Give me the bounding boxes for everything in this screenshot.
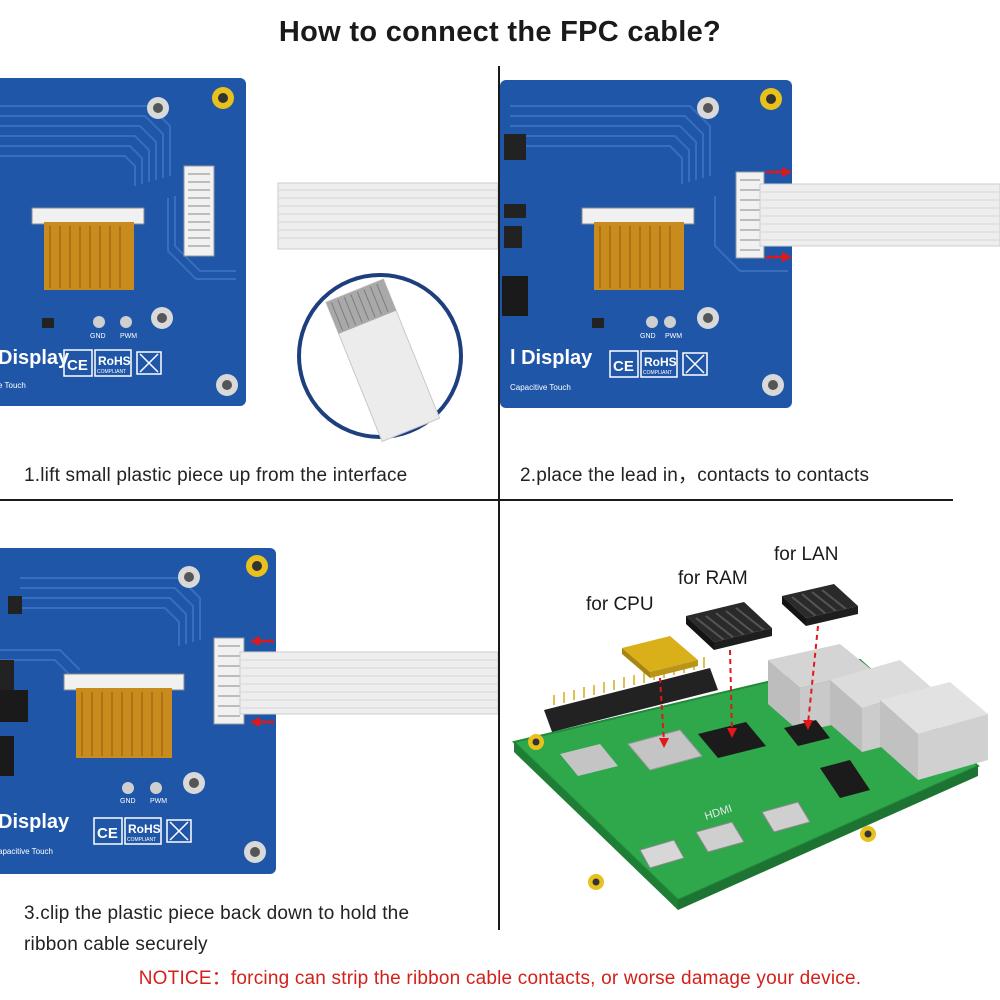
copper-flex-cable [76, 688, 172, 758]
step-1-panel: GND PWM Display e Touch CE RoHS COMPLIAN… [0, 66, 498, 446]
notice-text: NOTICE：forcing can strip the ribbon cabl… [138, 968, 862, 989]
weee-bin-icon [166, 819, 192, 843]
arrow-down-icon [659, 738, 669, 748]
step-2-panel: GND PWM l Display Capacitive Touch CE Ro… [500, 66, 1000, 446]
fpc-connector-open [183, 165, 215, 257]
pwm-label: PWM [665, 333, 682, 340]
pwm-label: PWM [120, 333, 137, 340]
page-title: How to connect the FPC cable? [278, 16, 722, 48]
arrow-right-icon [766, 167, 792, 177]
horizontal-divider [0, 499, 953, 501]
rohs-sub: COMPLIANT [97, 369, 126, 375]
ce-mark: CE [97, 825, 118, 842]
label-for-cpu: for CPU [586, 594, 654, 615]
step-1-caption: 1.lift small plastic piece up from the i… [24, 465, 408, 486]
cpu-heatsink [622, 636, 698, 678]
usb-c-port [639, 839, 685, 869]
lan-port [880, 682, 988, 780]
step-1-illustration: GND PWM Display e Touch CE RoHS COMPLIAN… [0, 78, 498, 443]
ribbon-cable [277, 182, 498, 250]
copper-flex-cable [44, 222, 134, 290]
gpio-header [544, 657, 718, 732]
arrow-left-icon [250, 636, 274, 646]
ce-mark: CE [67, 357, 88, 374]
board-subtitle-text: e Touch [0, 381, 26, 390]
step-4-panel: for CPU for RAM for LAN [500, 520, 1000, 930]
gnd-label: GND [120, 798, 136, 805]
raspberry-pi-illustration: for CPU for RAM for LAN [511, 544, 988, 910]
board-display-text: l Display [510, 347, 593, 369]
board-display-text: Display [0, 347, 70, 369]
ram-chip [698, 722, 766, 758]
copper-flex-cable [594, 222, 684, 290]
arrow-right-icon [766, 252, 792, 262]
label-for-ram: for RAM [678, 568, 748, 589]
audio-jack [820, 760, 870, 798]
lan-chip [784, 720, 830, 746]
vertical-divider [498, 66, 500, 930]
lan-heatsink [782, 584, 858, 626]
board-subtitle-text: apacitive Touch [0, 847, 53, 856]
weee-bin-icon [136, 351, 162, 375]
fpc-connector-closed [213, 637, 245, 725]
board-display-text: Display [0, 811, 70, 833]
arrow-down-icon [727, 728, 737, 738]
arrow-down-icon [803, 720, 813, 730]
hdmi-port [695, 801, 811, 853]
step-2-illustration: GND PWM l Display Capacitive Touch CE Ro… [500, 80, 1000, 408]
step-2-caption: 2.place the lead in，contacts to contacts [520, 465, 870, 486]
board-subtitle-text: Capacitive Touch [510, 383, 571, 392]
rohs-mark: RoHS [644, 355, 677, 369]
fpc-connector [735, 171, 765, 259]
ce-mark: CE [613, 358, 634, 375]
step-3-caption: 3.clip the plastic piece back down to ho… [24, 898, 409, 960]
ram-heatsink [686, 602, 772, 650]
pwm-label: PWM [150, 798, 167, 805]
rohs-sub: COMPLIANT [643, 370, 672, 376]
step-3-caption-line-2: ribbon cable securely [24, 934, 208, 955]
ic-chip [502, 276, 528, 316]
gnd-label: GND [90, 333, 106, 340]
ribbon-cable [239, 651, 498, 715]
rohs-sub: COMPLIANT [127, 837, 156, 843]
weee-bin-icon [682, 352, 708, 376]
step-3-caption-line-1: 3.clip the plastic piece back down to ho… [24, 903, 410, 924]
step-3-panel: GND PWM Display apacitive Touch CE RoHS … [0, 540, 498, 880]
ribbon-cable [759, 183, 1000, 247]
step-3-illustration: GND PWM Display apacitive Touch CE RoHS … [0, 548, 498, 874]
ic-chip [0, 690, 28, 722]
rohs-mark: RoHS [128, 822, 161, 836]
label-for-lan: for LAN [774, 544, 838, 565]
rohs-mark: RoHS [98, 354, 131, 368]
arrow-left-icon [250, 717, 274, 727]
gnd-label: GND [640, 333, 656, 340]
